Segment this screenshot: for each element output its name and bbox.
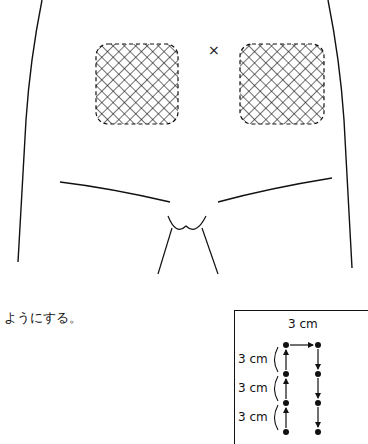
- note-text: ようにする。: [4, 311, 82, 325]
- dimension-label: 3 cm: [238, 411, 268, 424]
- dimension-label: 3 cm: [288, 318, 318, 331]
- dimension-label: 3 cm: [238, 353, 268, 366]
- dimension-label: 3 cm: [238, 382, 268, 395]
- navel-mark: ×: [208, 43, 220, 58]
